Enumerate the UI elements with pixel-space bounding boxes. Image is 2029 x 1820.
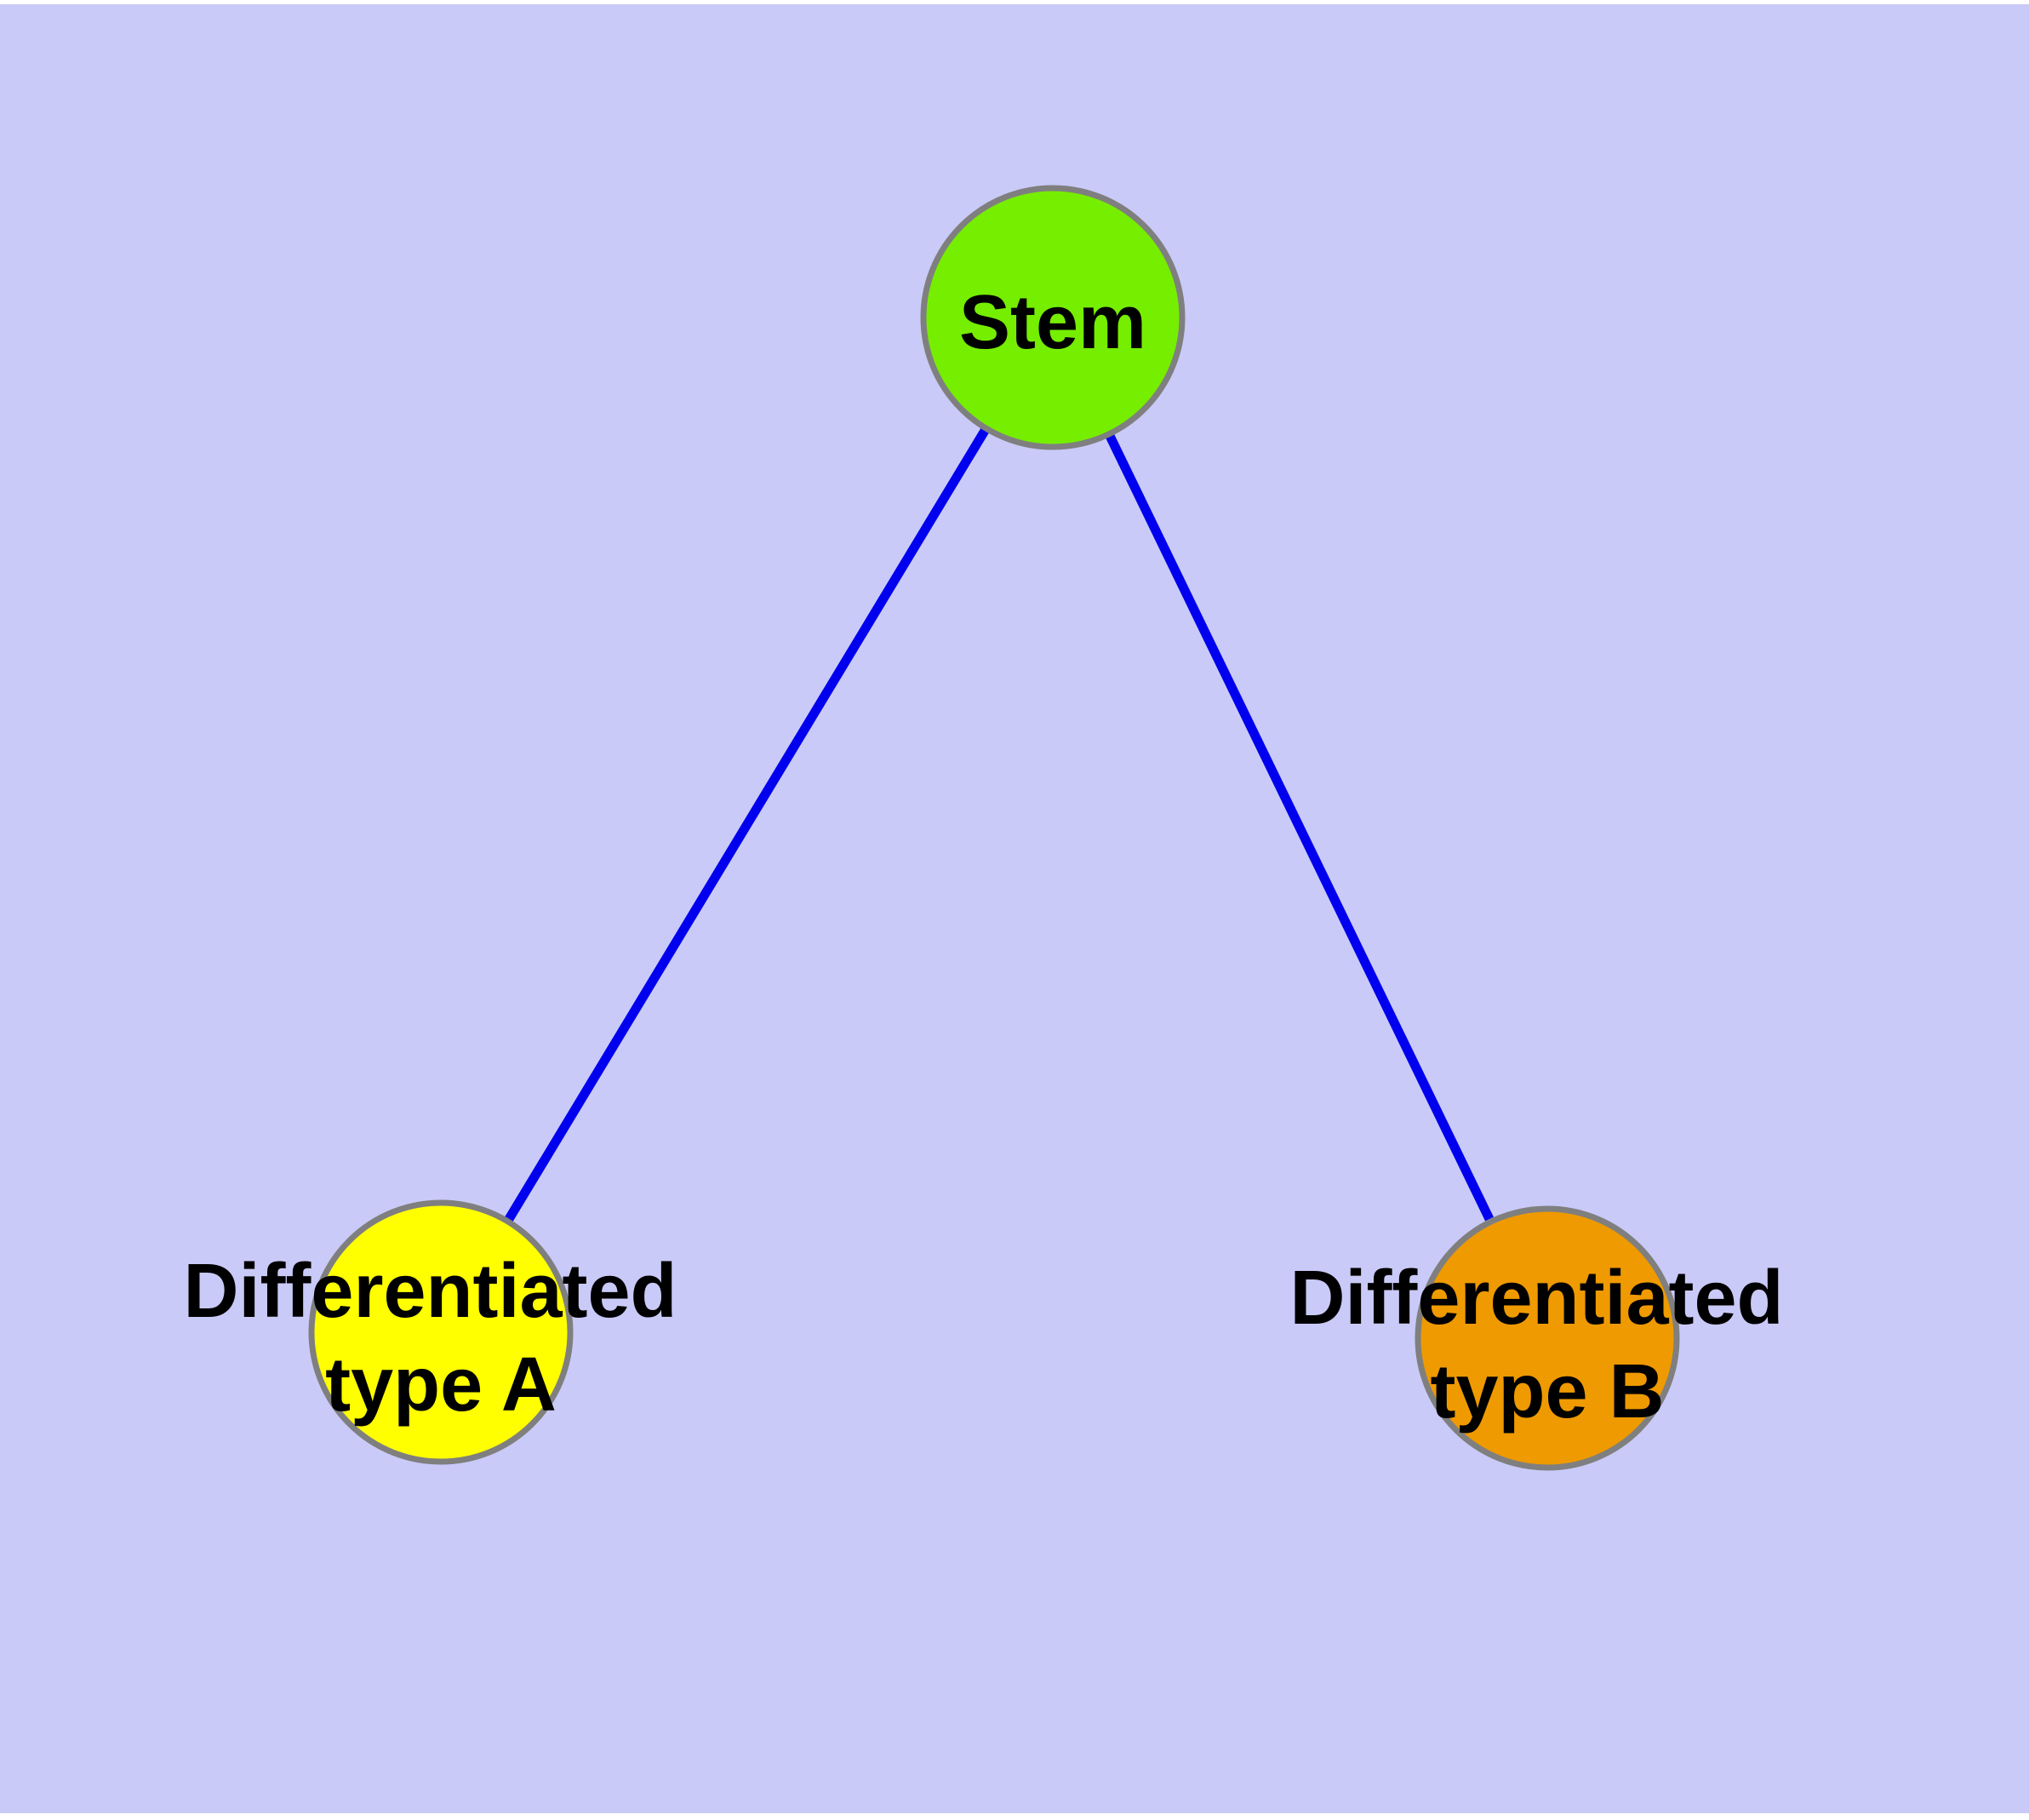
node-differentiated-type-b (1415, 1205, 1680, 1471)
node-type-b-label-line2: type B (1430, 1349, 1664, 1434)
node-type-a-label: Differentiated type A (183, 1249, 698, 1428)
node-type-b-label: Differentiated type B (1289, 1256, 1804, 1434)
edge-stem-to-type-b (1106, 433, 1494, 1222)
node-differentiated-type-a (308, 1199, 574, 1465)
node-type-a-label-line2: type A (325, 1342, 557, 1428)
node-stem-label: Stem (959, 280, 1146, 365)
node-type-a-label-line1: Differentiated (183, 1249, 677, 1334)
edge-stem-to-type-a (505, 428, 989, 1222)
node-stem (920, 185, 1186, 450)
node-type-b-label-line1: Differentiated (1289, 1256, 1783, 1341)
